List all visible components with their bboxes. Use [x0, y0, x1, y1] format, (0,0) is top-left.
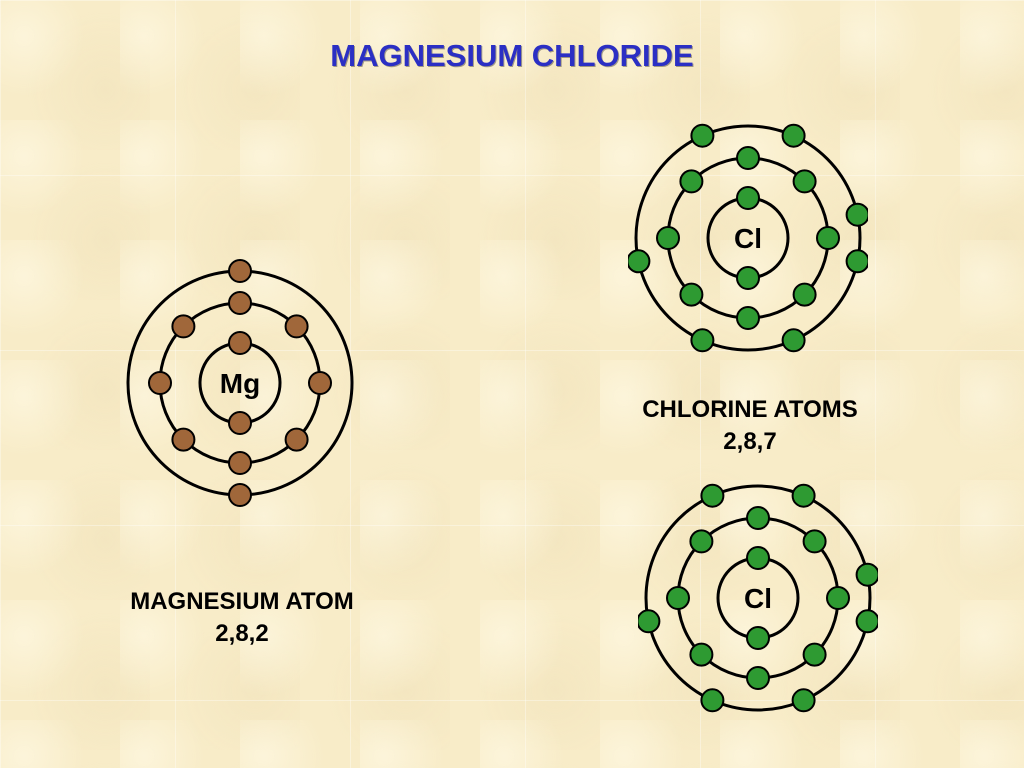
page-title: MAGNESIUM CHLORIDE [330, 38, 694, 73]
cl1-electron-shell2-1 [736, 146, 760, 170]
cl1-electron-shell3-4 [845, 249, 868, 274]
cl1-electron-shell3-5 [781, 328, 806, 353]
mg-electron-shell2-6 [171, 427, 196, 452]
cl1-electron-shell2-6 [679, 282, 704, 307]
cl2-electron-shell3-7 [638, 609, 661, 634]
cl2-electron-shell2-4 [802, 642, 827, 667]
chlorine-atom-diagram-2: Cl [638, 483, 878, 713]
cl1-electrons [628, 123, 868, 353]
cl2-electron-shell3-4 [855, 609, 878, 634]
cl2-electron-shell3-5 [791, 688, 816, 713]
cl2-electron-shell3-3 [855, 562, 878, 587]
magnesium-caption: MAGNESIUM ATOM 2,8,2 [92, 586, 392, 650]
mg-electron-shell2-7 [148, 371, 172, 395]
cl2-electron-shell2-7 [666, 586, 690, 610]
cl1-electron-shell2-3 [816, 226, 840, 250]
cl2-electron-shell3-1 [700, 483, 725, 508]
cl2-electrons [638, 483, 878, 713]
cl2-electron-shell3-2 [791, 483, 816, 508]
magnesium-configuration: 2,8,2 [215, 620, 269, 647]
cl2-electron-shell2-5 [746, 666, 770, 690]
mg-electron-shell2-5 [228, 451, 252, 475]
cl1-electron-shell2-4 [792, 282, 817, 307]
cl1-electron-shell3-6 [690, 328, 715, 353]
cl2-electron-shell2-8 [689, 529, 714, 554]
cl1-electron-shell1-1 [736, 186, 760, 210]
mg-symbol: Mg [220, 368, 260, 399]
cl2-shell-3 [644, 484, 872, 712]
cl2-electron-shell1-2 [746, 626, 770, 650]
mg-electron-shell1-2 [228, 411, 252, 435]
magnesium-atom-label: MAGNESIUM ATOM [130, 588, 354, 615]
cl2-electron-shell3-6 [700, 688, 725, 713]
cl1-electron-shell2-5 [736, 306, 760, 330]
mg-electron-shell3-2 [228, 483, 252, 507]
mg-electron-shell2-4 [284, 427, 309, 452]
cl2-electron-shell2-6 [689, 642, 714, 667]
chlorine-atoms-label: CHLORINE ATOMS [642, 396, 858, 423]
mg-electron-shell2-3 [308, 371, 332, 395]
mg-electron-shell2-8 [171, 314, 196, 339]
chlorine-configuration: 2,8,7 [723, 428, 777, 455]
cl1-electron-shell2-2 [792, 169, 817, 194]
mg-electron-shell3-1 [228, 259, 252, 283]
cl1-electron-shell2-7 [656, 226, 680, 250]
cl1-electron-shell2-8 [679, 169, 704, 194]
cl2-electron-shell2-1 [746, 506, 770, 530]
chlorine-caption: CHLORINE ATOMS 2,8,7 [600, 394, 900, 458]
cl2-electron-shell2-3 [826, 586, 850, 610]
cl1-symbol: Cl [734, 223, 762, 254]
mg-electron-shell1-1 [228, 331, 252, 355]
chlorine-atom-diagram-1: Cl [628, 123, 868, 353]
magnesium-atom-diagram: Mg [126, 259, 354, 507]
mg-electron-shell2-2 [284, 314, 309, 339]
cl1-electron-shell1-2 [736, 266, 760, 290]
cl2-electron-shell2-2 [802, 529, 827, 554]
cl1-electron-shell3-7 [628, 249, 651, 274]
cl1-electron-shell3-1 [690, 123, 715, 148]
cl1-shell-3 [634, 124, 862, 352]
cl1-electron-shell3-3 [845, 202, 868, 227]
cl2-symbol: Cl [744, 583, 772, 614]
cl2-electron-shell1-1 [746, 546, 770, 570]
cl1-electron-shell3-2 [781, 123, 806, 148]
mg-electrons [148, 259, 332, 507]
mg-electron-shell2-1 [228, 291, 252, 315]
